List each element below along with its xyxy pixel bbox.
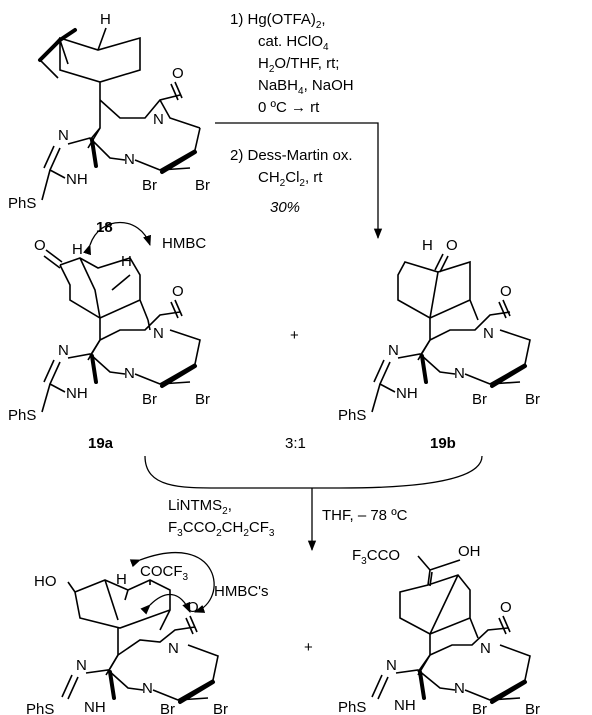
compound-label: 19b (430, 435, 456, 452)
br2-label: Br (195, 391, 210, 408)
compound-label: 19a (88, 435, 114, 452)
plus-sign-2: + (304, 639, 313, 656)
h1-label: H (72, 241, 83, 258)
n-imid: N (76, 657, 87, 674)
reagent-line1: LiNTMS2, (168, 497, 232, 517)
br2-label: Br (195, 177, 210, 194)
step1-conditions: 1) Hg(OTFA)2, cat. HClO4 H2O/THF, rt; Na… (230, 11, 354, 216)
reagent-line2: F3CCO2CH2CF3 (168, 519, 275, 539)
phs-label: PhS (8, 407, 36, 424)
n-imid: N (58, 342, 69, 359)
phs-label: PhS (338, 699, 366, 715)
h2-label: H (121, 253, 132, 270)
condition-line1: 1) Hg(OTFA)2, (230, 11, 326, 31)
h1-label: H (116, 571, 127, 588)
n-imid: N (58, 127, 69, 144)
hmbc-arrow-1 (129, 552, 215, 613)
f3cco-label: F3CCO (352, 547, 400, 567)
step2-conditions: LiNTMS2, F3CCO2CH2CF3 THF, – 78 ºC (168, 497, 408, 539)
n-pyrrole: N (124, 365, 135, 382)
n-pyrrole: N (454, 680, 465, 697)
phs-label: PhS (8, 195, 36, 212)
cocf3-label: COCF3 (140, 563, 189, 583)
n-imid: N (388, 342, 399, 359)
br2-label: Br (525, 391, 540, 408)
o-carbonyl: O (500, 599, 512, 616)
o-carbonyl: O (500, 283, 512, 300)
step1-yield: 30% (270, 199, 300, 216)
conditions-label: THF, – 78 ºC (322, 507, 408, 524)
n-amide: N (153, 325, 164, 342)
o-carbonyl: O (187, 599, 199, 616)
hmbc-arrow (83, 222, 151, 256)
step1-arrow (215, 122, 383, 240)
condition-line3: H2O/THF, rt; (258, 55, 339, 75)
compound-19b: H O N O N NH N PhS Br Br 19b (338, 237, 540, 452)
o-carbonyl: O (172, 283, 184, 300)
o-ketone: O (446, 237, 458, 254)
phs-label: PhS (338, 407, 366, 424)
o-carbonyl: O (172, 65, 184, 82)
br1-label: Br (160, 701, 175, 715)
compound-20b: F3CCO OH N O N NH N PhS Br Br (338, 543, 540, 715)
compound-18: H N O N NH N PhS Br Br 18 (8, 11, 210, 236)
nh-label: NH (66, 171, 88, 188)
hmbc-label: HMBC (162, 235, 206, 252)
br1-label: Br (472, 701, 487, 715)
condition-line7: CH2Cl2, rt (258, 169, 323, 189)
n-amide: N (483, 325, 494, 342)
br1-label: Br (472, 391, 487, 408)
n-pyrrole: N (454, 365, 465, 382)
n-amide: N (480, 640, 491, 657)
merge-bracket (144, 455, 483, 489)
br1-label: Br (142, 177, 157, 194)
br2-label: Br (213, 701, 228, 715)
hmbcs-label: HMBC's (214, 583, 269, 600)
o-ketone: O (34, 237, 46, 254)
h1-label: H (422, 237, 433, 254)
compound-19a: O H H HMBC N O N NH N PhS Br Br 19a (8, 222, 210, 452)
compound-20a: HO H COCF3 HMBC's N O N NH N PhS Br Br (26, 552, 269, 715)
compound-label: 18 (96, 219, 113, 236)
br1-label: Br (142, 391, 157, 408)
n-pyrrole: N (142, 680, 153, 697)
condition-line4: NaBH4, NaOH (258, 77, 354, 97)
plus-sign-1: + (290, 327, 299, 344)
hmbc-arrow-2 (140, 593, 191, 615)
nh-label: NH (394, 697, 416, 714)
condition-line5: 0 ºC → rt (258, 99, 320, 116)
h-label: H (100, 11, 111, 28)
nh-label: NH (84, 699, 106, 715)
condition-line6: 2) Dess-Martin ox. (230, 147, 353, 164)
n-imid: N (386, 657, 397, 674)
condition-line2: cat. HClO4 (258, 33, 329, 53)
nh-label: NH (66, 385, 88, 402)
n-amide: N (153, 111, 164, 128)
phs-label: PhS (26, 701, 54, 715)
n-pyrrole: N (124, 151, 135, 168)
br2-label: Br (525, 701, 540, 715)
nh-label: NH (396, 385, 418, 402)
ratio-label: 3:1 (285, 435, 306, 452)
oh-label: OH (458, 543, 481, 560)
n-amide: N (168, 640, 179, 657)
ho-label: HO (34, 573, 57, 590)
